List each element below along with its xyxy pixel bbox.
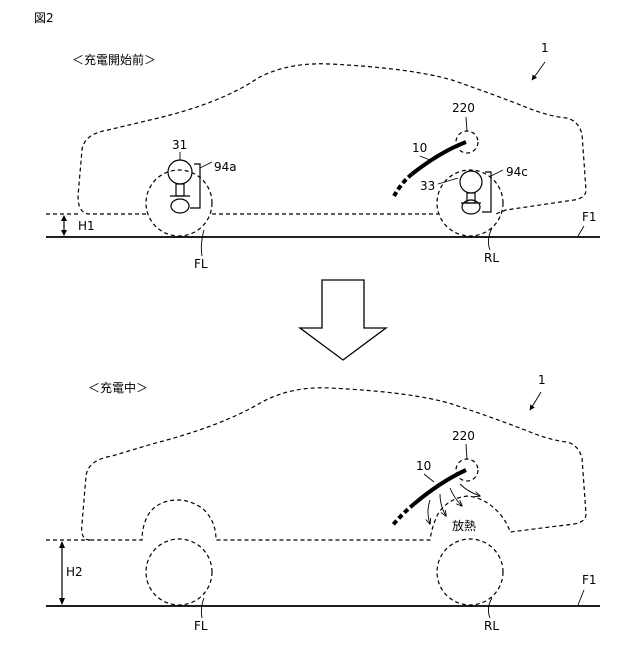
bottom-charger-port [456,459,478,481]
bottom-cable-ref: 10 [416,459,431,473]
top-charger-leader [466,117,467,131]
bottom-front-wheel-leader [201,598,204,618]
top-front-motor [168,160,192,213]
top-rear-motor [460,171,482,214]
bottom-vehicle-ref-arrow [530,392,541,410]
top-cable-leader [420,156,430,160]
bottom-vehicle-ref: 1 [538,373,546,387]
bottom-rear-wheel [437,539,503,605]
bottom-floor-leader [578,590,584,605]
transition-arrow [300,280,386,360]
top-charger-port [456,131,478,153]
top-rear-sensor-leader [491,170,503,176]
top-body-outline [78,64,586,214]
top-front-wheel [146,170,212,236]
bottom-front-wheel [146,539,212,605]
bottom-state-label: ＜充電中＞ [88,380,148,395]
top-cable-ref: 10 [412,141,427,155]
top-front-sensor-leader [200,162,212,168]
top-state-label: ＜充電開始前＞ [72,52,156,67]
bottom-charger-ref: 220 [452,429,475,443]
top-panel: ＜充電開始前＞ 1 94a 31 94c 33 [46,41,600,271]
top-rear-sensor-ref: 94c [506,165,528,179]
top-vehicle-ref-arrow [532,62,545,80]
bottom-front-wheel-ref: FL [194,619,208,633]
heat-label: 放熱 [452,518,476,533]
bottom-body-outline [82,388,586,540]
top-cable-tail [394,174,412,196]
bottom-rear-wheel-leader [488,598,492,618]
top-front-sensor-ref: 94a [214,160,237,174]
figure-label: 図2 [34,11,54,25]
top-height-ref: H1 [78,219,95,233]
top-vehicle-ref: 1 [541,41,549,55]
bottom-rear-wheel-ref: RL [484,619,499,633]
bottom-floor-ref: F1 [582,573,597,587]
top-rear-motor-ref: 33 [420,179,435,193]
bottom-charger-leader [466,444,467,459]
top-floor-ref: F1 [582,210,597,224]
top-floor-leader [578,226,584,236]
heat-dissipation-arrows [428,484,480,524]
bottom-height-ref: H2 [66,565,83,579]
bottom-cable-tail [392,504,414,526]
bottom-panel: ＜充電中＞ 1 220 10 放熱 H2 FL RL [46,373,600,633]
bottom-cable-leader [424,474,434,482]
top-rear-motor-leader [438,178,458,184]
top-front-wheel-ref: FL [194,257,208,271]
top-charger-ref: 220 [452,101,475,115]
top-rear-wheel-leader [488,228,492,250]
top-front-motor-ref: 31 [172,138,187,152]
top-front-wheel-leader [201,230,204,256]
top-rear-wheel-ref: RL [484,251,499,265]
top-rear-sensor [482,172,491,212]
